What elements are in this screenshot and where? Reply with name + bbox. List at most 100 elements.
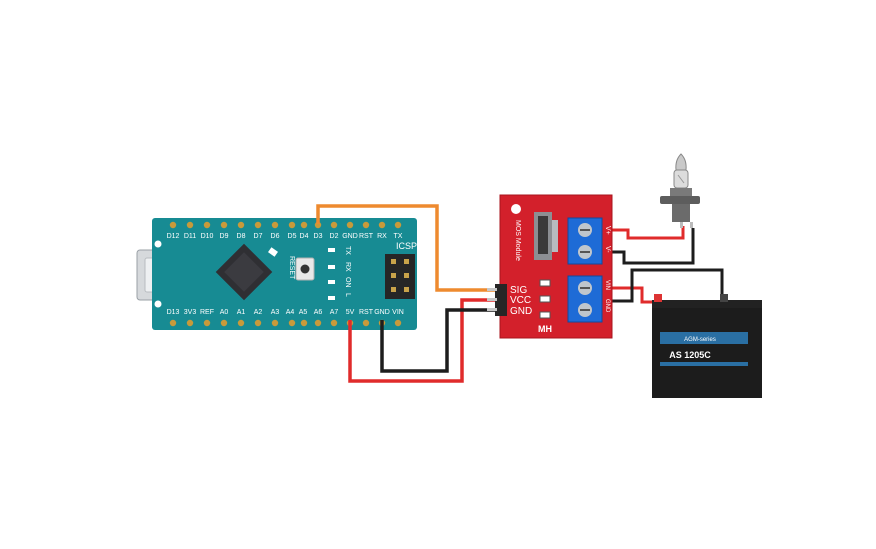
pin-label-a0: A0: [220, 309, 229, 316]
header-pin: [288, 319, 296, 327]
pin-label-gnd-bottom: GND: [374, 309, 390, 316]
pin-label-d10: D10: [201, 233, 214, 240]
pin-label-a7: A7: [330, 309, 339, 316]
header-pin: [330, 319, 338, 327]
led-label-rx: RX: [344, 262, 351, 272]
pin-label-vin: VIN: [392, 309, 404, 316]
module-pin-gnd: GND: [510, 306, 532, 317]
pin-label-a5: A5: [299, 309, 308, 316]
reset-button: [295, 257, 315, 281]
wire-lamp-red: [599, 226, 685, 240]
wire-battery-black: [599, 268, 724, 303]
pin-label-d9: D9: [220, 233, 229, 240]
wire-signal-orange: [316, 204, 500, 292]
battery-model: AS 1205C: [669, 350, 711, 360]
header-pin: [271, 221, 279, 229]
load-terminal-block: [567, 217, 603, 265]
module-pin-sig: SIG: [510, 285, 527, 296]
pin-label-rst-bottom: RST: [359, 309, 374, 316]
module-mounting-hole: [511, 204, 521, 214]
header-pin: [271, 319, 279, 327]
halogen-lamp: [660, 153, 700, 228]
module-title: MOS Module: [514, 220, 521, 261]
battery-brand: AGM-series: [684, 337, 716, 343]
pin-label-a6: A6: [314, 309, 323, 316]
header-pin: [314, 319, 322, 327]
smd-led: [268, 247, 278, 257]
smd-led: [539, 311, 551, 319]
arduino-pcb: [152, 218, 417, 330]
pin-label-ref: REF: [200, 309, 214, 316]
mounting-hole: [154, 240, 162, 248]
led-label-on: ON: [344, 277, 351, 288]
wire-battery-red: [599, 286, 655, 304]
header-pin: [254, 221, 262, 229]
icsp-label: ICSP: [396, 241, 417, 251]
smd-resistor: [539, 279, 551, 287]
mosfet-module: MOS Module V+ V- VIN GND SIG VCC GND M: [487, 194, 613, 339]
pin-label-rst-top: RST: [359, 233, 374, 240]
pin-label-tx: TX: [394, 233, 403, 240]
pin-label-a3: A3: [271, 309, 280, 316]
pin-label-d5: D5: [288, 233, 297, 240]
pin-label-5v: 5V: [346, 309, 355, 316]
led-label-tx: TX: [344, 246, 351, 255]
wires: [316, 204, 724, 383]
module-pin-vcc: VCC: [510, 295, 531, 306]
battery: AGM-series AS 1205C: [652, 294, 762, 398]
pin-label-a4: A4: [286, 309, 295, 316]
header-pin: [288, 221, 296, 229]
smd-resistor: [539, 295, 551, 303]
header-pin: [362, 319, 370, 327]
module-header: [487, 284, 507, 316]
pin-label-d6: D6: [271, 233, 280, 240]
pin-label-d7: D7: [254, 233, 263, 240]
pin-label-3v3: 3V3: [184, 309, 197, 316]
header-pin: [394, 319, 402, 327]
header-pin: [220, 221, 228, 229]
header-pin: [237, 221, 245, 229]
pin-label-a2: A2: [254, 309, 263, 316]
mounting-hole: [154, 300, 162, 308]
reset-label: RESET: [288, 256, 295, 280]
battery-terminal-negative: [720, 294, 728, 302]
header-pin: [169, 221, 177, 229]
pin-label-d11: D11: [184, 233, 196, 240]
led-label-l: L: [344, 293, 351, 297]
load-label-vminus: V-: [604, 246, 611, 253]
pin-label-d2: D2: [330, 233, 339, 240]
pin-label-d13: D13: [167, 309, 180, 316]
wire-lamp-black: [599, 228, 695, 265]
icsp-header: [385, 254, 415, 299]
pin-label-gnd-top: GND: [342, 233, 358, 240]
pin-label-d8: D8: [237, 233, 246, 240]
header-pin: [237, 319, 245, 327]
header-pin: [346, 221, 354, 229]
header-pin: [203, 319, 211, 327]
header-pin: [186, 319, 194, 327]
load-label-vplus: V+: [604, 226, 611, 235]
header-pin: [220, 319, 228, 327]
mosfet-transistor: [534, 212, 558, 260]
pin-label-d4: D4: [300, 233, 309, 240]
top-header-pins: [169, 221, 402, 229]
status-leds: TX RX ON L: [328, 246, 351, 300]
pin-label-a1: A1: [237, 309, 246, 316]
header-pin: [378, 221, 386, 229]
pin-label-rx: RX: [377, 233, 387, 240]
wire-vcc-red: [348, 298, 500, 383]
header-pin: [362, 221, 370, 229]
header-pin: [186, 221, 194, 229]
header-pin: [254, 319, 262, 327]
module-brand: MH: [538, 324, 552, 334]
top-pin-labels: D12 D11 D10 D9 D8 D7 D6 D5 D4 D3 D2 GND …: [167, 233, 403, 240]
header-pin: [300, 319, 308, 327]
power-label-gnd: GND: [604, 299, 610, 313]
header-pin: [300, 221, 308, 229]
header-pin: [203, 221, 211, 229]
battery-terminal-positive: [654, 294, 662, 302]
bottom-pin-labels: D13 3V3 REF A0 A1 A2 A3 A4 A5 A6 A7 5V R…: [167, 309, 404, 316]
pin-label-d3: D3: [314, 233, 323, 240]
power-terminal-block: [567, 275, 603, 323]
